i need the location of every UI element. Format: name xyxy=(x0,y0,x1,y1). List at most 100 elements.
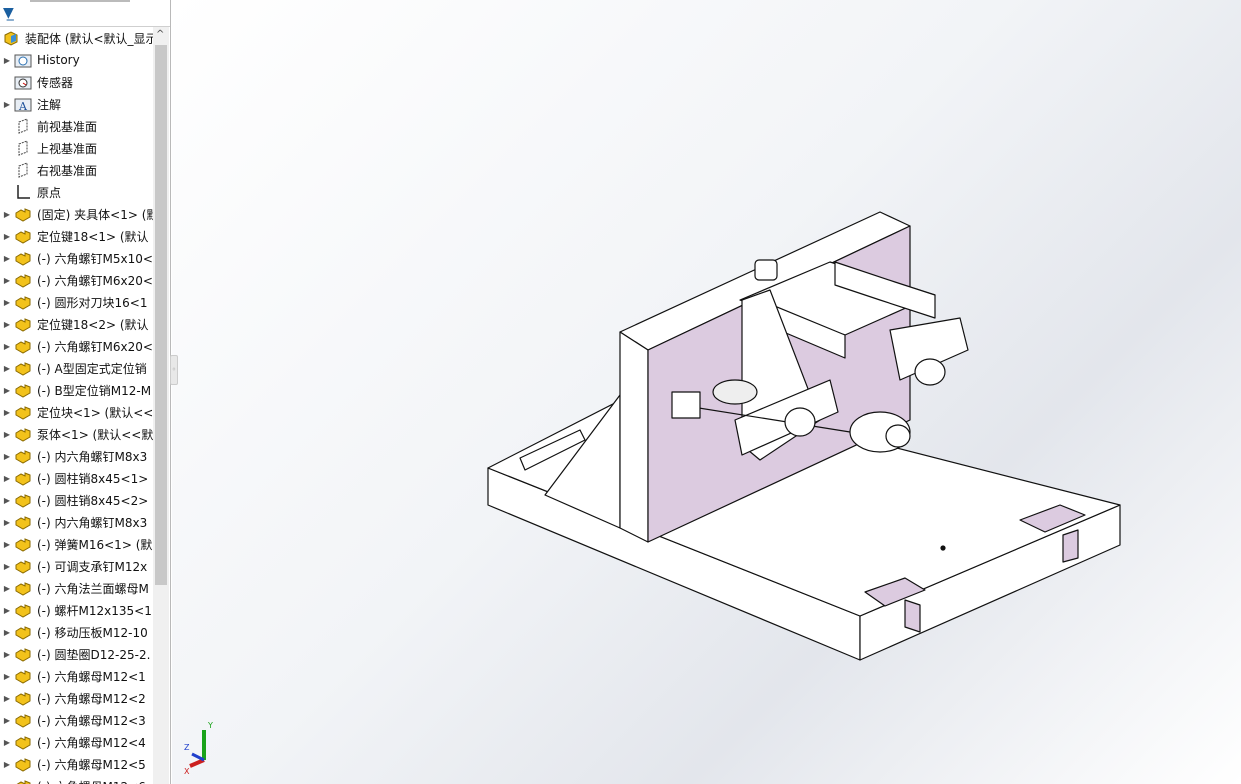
tree-item[interactable]: ▶ (-) 圆形对刀块16<1 xyxy=(0,291,153,313)
tree-item-label: 右视基准面 xyxy=(37,163,98,178)
part-icon xyxy=(14,646,32,662)
expand-arrow-icon[interactable]: ▶ xyxy=(3,495,11,505)
y-axis-label: Y xyxy=(207,721,213,730)
expand-arrow-icon[interactable]: ▶ xyxy=(3,517,11,527)
tree-item[interactable]: ▶(-) 六角螺母M12<4 xyxy=(0,731,153,753)
tree-item[interactable]: 前视基准面 xyxy=(0,115,153,137)
left-key xyxy=(519,429,586,471)
expand-arrow-icon[interactable]: ▶ xyxy=(3,473,11,483)
tree-item[interactable]: ▶(-) A型固定式定位销 xyxy=(0,357,153,379)
tree-item[interactable]: ▶ (-) 可调支承钉M12x xyxy=(0,555,153,577)
expand-arrow-icon[interactable]: ▶ xyxy=(3,55,11,65)
tree-item[interactable]: ▶ 定位块<1> (默认<< xyxy=(0,401,153,423)
expand-arrow-icon[interactable]: ▶ xyxy=(3,99,11,109)
expand-arrow-icon[interactable]: ▶ xyxy=(3,407,11,417)
tree-item[interactable]: ▶(-) 六角螺钉M5x10< xyxy=(0,247,153,269)
part-icon xyxy=(14,404,32,420)
base-notch-2 xyxy=(1062,529,1079,563)
expand-arrow-icon[interactable]: ▶ xyxy=(3,539,11,549)
tree-item[interactable]: ▶ (-) 内六角螺钉M8x3 xyxy=(0,445,153,467)
part-icon xyxy=(14,756,32,772)
tree-item[interactable]: ▶(-) 螺杆M12x135<1 xyxy=(0,599,153,621)
cad-model[interactable] xyxy=(172,0,1241,784)
expand-arrow-icon[interactable]: ▶ xyxy=(3,605,11,615)
expand-arrow-icon[interactable]: ▶ xyxy=(3,649,11,659)
expand-arrow-icon[interactable]: ▶ xyxy=(3,385,11,395)
hex-bolt-head xyxy=(671,391,701,419)
tree-item[interactable]: ▶(-) B型定位销M12-M xyxy=(0,379,153,401)
tree-item[interactable]: 右视基准面 xyxy=(0,159,153,181)
tree-item[interactable]: ▶ 泵体<1> (默认<<默 xyxy=(0,423,153,445)
tree-item[interactable]: ▶ (-) 圆柱销8x45<1> xyxy=(0,467,153,489)
expand-arrow-icon[interactable]: ▶ xyxy=(3,363,11,373)
part-icon xyxy=(14,558,32,574)
tree-item[interactable]: ▶(固定) 夹具体<1> (默 xyxy=(0,203,158,225)
tree-item-label: (-) 六角螺母M12<3 xyxy=(37,713,146,728)
tree-item[interactable]: 上视基准面 xyxy=(0,137,153,159)
tree-root-assembly[interactable]: 装配体 (默认<默认_显示 xyxy=(0,27,158,49)
tree-item[interactable]: ▶(-) 六角螺母M12<6 xyxy=(0,775,153,784)
expand-arrow-icon[interactable]: ▶ xyxy=(3,451,11,461)
part-icon xyxy=(14,580,32,596)
panel-splitter[interactable]: ◦ xyxy=(170,355,178,385)
part-icon xyxy=(14,448,32,464)
expand-arrow-icon[interactable]: ▶ xyxy=(3,715,11,725)
tree-item-label: 定位块<1> (默认<< xyxy=(37,405,154,420)
tree-item[interactable]: 传感器 xyxy=(0,71,153,93)
expand-arrow-icon[interactable]: ▶ xyxy=(3,231,11,241)
tree-item[interactable]: ▶(-) 六角螺母M12<1 xyxy=(0,665,153,687)
expand-arrow-icon[interactable]: ▶ xyxy=(3,341,11,351)
tree-item-label: History xyxy=(37,53,80,67)
expand-arrow-icon[interactable]: ▶ xyxy=(3,209,11,219)
expand-arrow-icon[interactable]: ▶ xyxy=(3,319,11,329)
tree-item-label: 泵体<1> (默认<<默 xyxy=(37,427,154,442)
tree-item[interactable]: ▶(-) 圆垫圈D12-25-2. xyxy=(0,643,153,665)
tree-scrollbar[interactable]: ^ xyxy=(153,27,169,784)
plane-icon xyxy=(14,162,32,178)
plate-side-face xyxy=(619,331,649,543)
tree-item[interactable]: ▶(-) 弹簧M16<1> (默 xyxy=(0,533,153,555)
part-icon xyxy=(14,712,32,728)
part-icon xyxy=(14,536,32,552)
tree-item[interactable]: ▶(-) 六角螺母M12<5 xyxy=(0,753,153,775)
expand-arrow-icon[interactable]: ▶ xyxy=(0,782,14,784)
svg-text:A: A xyxy=(18,100,28,112)
tree-item[interactable]: ▶(-) 六角螺钉M6x20< xyxy=(0,269,153,291)
graphics-viewport[interactable]: Y X Z xyxy=(172,0,1241,784)
filter-icon[interactable]: ▼̲ xyxy=(3,5,14,21)
expand-arrow-icon[interactable]: ▶ xyxy=(3,693,11,703)
part-icon xyxy=(14,338,32,354)
tree-item[interactable]: ▶ History xyxy=(0,49,153,71)
cylinder-pin-hole xyxy=(885,424,911,448)
expand-arrow-icon[interactable]: ▶ xyxy=(3,429,11,439)
expand-arrow-icon[interactable]: ▶ xyxy=(3,759,11,769)
tree-item[interactable]: ▶ (-) 六角法兰面螺母M xyxy=(0,577,153,599)
tree-item[interactable]: ▶(-) 圆柱销8x45<2> xyxy=(0,489,153,511)
tree-item[interactable]: ▶定位键18<1> (默认 xyxy=(0,225,153,247)
tree-item[interactable]: ▶(-) 六角螺母M12<2 xyxy=(0,687,153,709)
tree-item[interactable]: ▶定位键18<2> (默认 xyxy=(0,313,153,335)
tree-item-label: (-) 可调支承钉M12x xyxy=(37,559,148,574)
expand-arrow-icon[interactable]: ▶ xyxy=(3,627,11,637)
expand-arrow-icon[interactable]: ▶ xyxy=(3,275,11,285)
tree-root-label: 装配体 (默认<默认_显示 xyxy=(25,31,158,46)
tree-item[interactable]: ▶(-) 内六角螺钉M8x3 xyxy=(0,511,153,533)
expand-arrow-icon[interactable]: ▶ xyxy=(3,671,11,681)
tree-item[interactable]: 原点 xyxy=(0,181,153,203)
expand-arrow-icon[interactable]: ▶ xyxy=(3,561,11,571)
tree-item-label: (-) 内六角螺钉M8x3 xyxy=(37,449,148,464)
tree-item[interactable]: ▶(-) 六角螺钉M6x20< xyxy=(0,335,153,357)
expand-arrow-icon[interactable]: ▶ xyxy=(3,583,11,593)
tree-item-label: (-) 圆形对刀块16<1 xyxy=(37,295,148,310)
tree-item-label: (-) 六角法兰面螺母M xyxy=(37,581,149,596)
tree-item-label: (-) 圆柱销8x45<1> xyxy=(37,471,149,486)
expand-arrow-icon[interactable]: ▶ xyxy=(3,737,11,747)
tree-item[interactable]: ▶ (-) 六角螺母M12<3 xyxy=(0,709,153,731)
part-icon xyxy=(14,382,32,398)
expand-arrow-icon[interactable]: ▶ xyxy=(3,253,11,263)
tree-item[interactable]: ▶(-) 移动压板M12-10 xyxy=(0,621,153,643)
scroll-up-icon[interactable]: ^ xyxy=(156,29,165,40)
expand-arrow-icon[interactable]: ▶ xyxy=(3,297,11,307)
scrollbar-thumb[interactable] xyxy=(155,45,167,585)
